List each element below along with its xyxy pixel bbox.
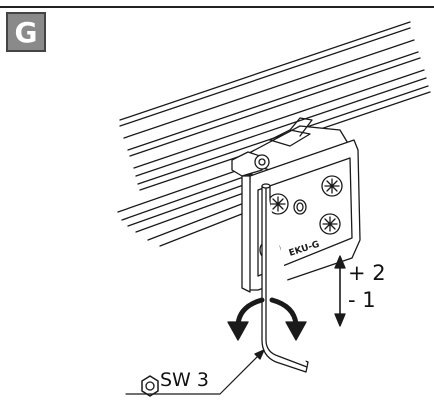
screw-top-right — [321, 175, 343, 197]
hex-key-size-label: SW 3 — [160, 369, 209, 391]
step-badge: G — [6, 12, 46, 52]
step-letter: G — [14, 15, 38, 49]
adjust-down-label: - 1 — [348, 288, 376, 312]
key-size-callout — [125, 349, 265, 395]
screw-bottom-right — [319, 213, 341, 235]
adjust-up-label: + 2 — [348, 261, 386, 285]
rotate-both-directions-icon — [227, 297, 307, 341]
hexagon-nut-icon — [141, 375, 159, 397]
top-divider — [0, 6, 434, 8]
up-down-arrow-icon — [334, 255, 346, 327]
